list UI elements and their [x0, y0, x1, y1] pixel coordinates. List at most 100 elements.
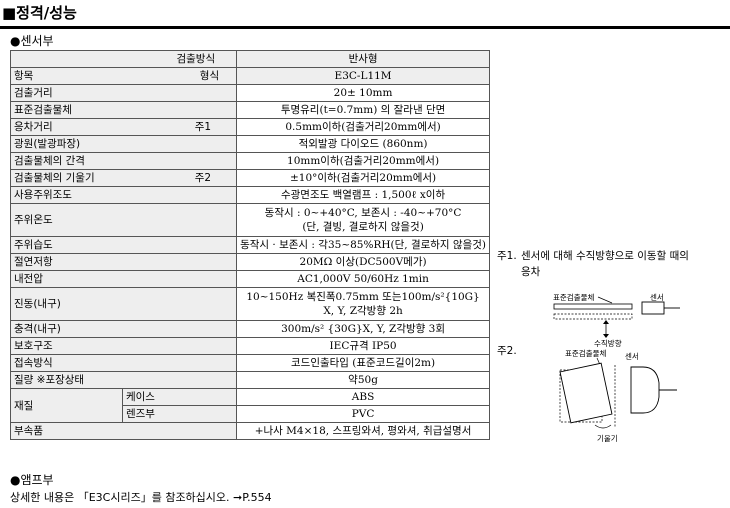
spec-row: 충격(내구) 300m/s² {30G}X, Y, Z각방향 3회	[9, 320, 490, 338]
note1-text-line1: 센서에 대해 수직방향으로 이동할 때의	[521, 250, 689, 262]
section-amp-heading: ●앰프부	[10, 473, 54, 487]
spec-row-value-line: IEC규격 IP50	[329, 340, 397, 352]
spec-row-value: 동작시 : 0~+40°C, 보존시 : -40~+70°C (단, 결빙, 결로…	[236, 203, 490, 237]
spec-row-label: 충격(내구)	[9, 320, 238, 338]
spec-row-value-line: 300m/s² {30G}X, Y, Z각방향 3회	[281, 323, 446, 335]
spec-row-label-text: 내전압	[14, 273, 43, 285]
spec-row-value-line: 동작시 : 0~+40°C, 보존시 : -40~+70°C	[264, 207, 462, 219]
fig1-object-leader	[597, 296, 613, 304]
fig2-object-label: 표준검출물체	[565, 348, 606, 358]
fig1-glass-object	[553, 303, 633, 310]
spec-row-label-text: 사용주위조도	[14, 189, 72, 201]
model-label: 형식	[199, 70, 220, 82]
spec-row: 검출물체의 기울기 주2 ±10°이하(검출거리20mm에서)	[9, 169, 490, 187]
spec-row: 절연저항 20MΩ 이상(DC500V메가)	[9, 253, 490, 271]
spec-row-label: 검출거리	[9, 84, 238, 102]
spec-row: 광원(발광파장) 적외발광 다이오드 (860nm)	[9, 135, 490, 153]
spec-row-label: 광원(발광파장)	[9, 135, 238, 153]
header-row-method: 검출방식 반사형	[9, 50, 490, 68]
spec-row-value-line: ±10°이하(검출거리20mm에서)	[289, 172, 437, 184]
spec-rows: 검출거리 20± 10mm 표준검출물체 투명유리(t=0.7mm) 의 잘라낸 단면…	[9, 84, 490, 389]
spec-row-label-text: 진동(내구)	[14, 298, 61, 310]
spec-row-value-line: AC1,000V 50/60Hz 1min	[297, 273, 429, 285]
spec-row: 검출물체의 간격 10mm이하(검출거리20mm에서)	[9, 152, 490, 170]
figure-hysteresis: 표준검출물체 센서 수직방향	[553, 292, 680, 348]
spec-row-label: 내전압	[9, 270, 238, 288]
item-label: 항목	[14, 70, 34, 82]
material-lens-row: 렌즈부 PVC	[11, 405, 490, 423]
spec-row-value: 20± 10mm	[236, 84, 490, 102]
spec-row: 응차거리 주1 0.5mm이하(검출거리20mm에서)	[9, 118, 490, 136]
fig1-arrow-down	[603, 334, 609, 338]
spec-row-label-text: 응차거리	[14, 121, 53, 133]
spec-row-note-ref: 주1	[194, 121, 212, 133]
fig1-sensor-label: 센서	[650, 292, 664, 302]
accessory-row: 부속품 +나사 M4×18, 스프링와셔, 평와셔, 취급설명서	[9, 422, 490, 440]
spec-row-label-text: 주위온도	[14, 214, 53, 226]
case-value: ABS	[236, 388, 490, 406]
spec-row-label-text: 표준검출물체	[14, 104, 72, 116]
fig2-tilt-arc	[594, 424, 612, 429]
page-title: ■정격/성능	[2, 4, 77, 22]
spec-row-label-text: 검출물체의 기울기	[14, 172, 95, 184]
fig2-sensor-label: 센서	[625, 351, 639, 361]
method-label: 검출방식	[176, 53, 216, 65]
spec-row-value-line: 투명유리(t=0.7mm) 의 잘라낸 단면	[280, 104, 446, 116]
note2-marker: 주2.	[497, 345, 517, 357]
spec-row-value: 수광면조도 백열램프 : 1,500ℓ x이하	[236, 186, 490, 204]
spec-row-value-line2: (단, 결빙, 결로하지 않을것)	[302, 221, 424, 233]
fig1-arrow-up	[603, 320, 609, 324]
spec-row-label-text: 검출물체의 간격	[14, 155, 85, 167]
spec-row-label-text: 접속방식	[14, 357, 53, 369]
spec-row-label: 주위온도	[9, 203, 238, 237]
lens-label: 렌즈부	[121, 405, 238, 423]
spec-row: 보호구조 IEC규격 IP50	[9, 337, 490, 355]
method-value: 반사형	[236, 50, 490, 68]
spec-row-label-text: 질량 ※포장상태	[14, 374, 85, 386]
spec-row-label-text: 절연저항	[14, 256, 53, 268]
fig2-object-tilted	[559, 362, 613, 424]
spec-table: 검출방식 반사형 항목 형식 E3C-L11M 검출거리 20± 10mm 표준검출…	[9, 50, 490, 440]
spec-row-value: 10~150Hz 복진폭0.75mm 또는100m/s²{10G}X, Y, Z…	[236, 287, 490, 321]
spec-row-value-line2: X, Y, Z각방향 2h	[323, 305, 403, 317]
spec-row-value: 300m/s² {30G}X, Y, Z각방향 3회	[236, 320, 490, 338]
spec-row-value: 동작시 · 보존시 : 각35~85%RH(단, 결로하지 않을것)	[236, 236, 490, 254]
spec-row-label: 보호구조	[9, 337, 238, 355]
model-value: E3C-L11M	[236, 67, 490, 85]
spec-row-value: 코드인출타입 (표준코드길이2m)	[236, 354, 490, 372]
spec-row-value-line: 동작시 · 보존시 : 각35~85%RH(단, 결로하지 않을것)	[240, 239, 486, 251]
spec-row-value-line: 약50g	[348, 374, 378, 386]
spec-row: 주위온도 동작시 : 0~+40°C, 보존시 : -40~+70°C (단, 결빙…	[9, 203, 490, 237]
spec-row-label: 접속방식	[9, 354, 238, 372]
spec-row-label: 사용주위조도	[9, 186, 238, 204]
material-case-row: 재질 케이스 ABS	[10, 388, 490, 423]
spec-row-value: 적외발광 다이오드 (860nm)	[236, 135, 490, 153]
spec-row-label-text: 보호구조	[14, 340, 53, 352]
spec-row: 사용주위조도 수광면조도 백열램프 : 1,500ℓ x이하	[9, 186, 490, 204]
material-label: 재질	[10, 388, 123, 423]
header-row-model: 항목 형식 E3C-L11M	[9, 67, 490, 85]
spec-row-label: 주위습도	[9, 236, 238, 254]
spec-row-value: 10mm이하(검출거리20mm에서)	[236, 152, 490, 170]
spec-row-label: 표준검출물체	[9, 101, 238, 119]
header-method-cell: 검출방식	[9, 50, 238, 68]
spec-row-value: 0.5mm이하(검출거리20mm에서)	[236, 118, 490, 136]
spec-row-value-line: 10mm이하(검출거리20mm에서)	[287, 155, 440, 167]
spec-row-value: IEC규격 IP50	[236, 337, 490, 355]
fig1-sensor-body	[641, 301, 665, 315]
spec-row-label-text: 검출거리	[14, 87, 53, 99]
spec-row-label-text: 충격(내구)	[14, 323, 61, 335]
footer-reference: 상세한 내용은 「E3C시리즈」를 참조하십시오. ➞P.554	[10, 491, 272, 504]
spec-row-note-ref: 주2	[194, 172, 212, 184]
fig1-glass-moved	[553, 313, 633, 320]
spec-row-value-line: 수광면조도 백열램프 : 1,500ℓ x이하	[280, 189, 446, 201]
spec-row-label-text: 광원(발광파장)	[14, 138, 81, 150]
spec-row-value-line: 20MΩ 이상(DC500V메가)	[299, 256, 427, 268]
spec-row: 검출거리 20± 10mm	[9, 84, 490, 102]
spec-row-label: 검출물체의 간격	[9, 152, 238, 170]
spec-row: 내전압 AC1,000V 50/60Hz 1min	[9, 270, 490, 288]
note1-text-line2: 응차	[521, 266, 541, 278]
spec-row-label: 진동(내구)	[9, 287, 238, 321]
fig2-sensor-body	[630, 366, 660, 414]
